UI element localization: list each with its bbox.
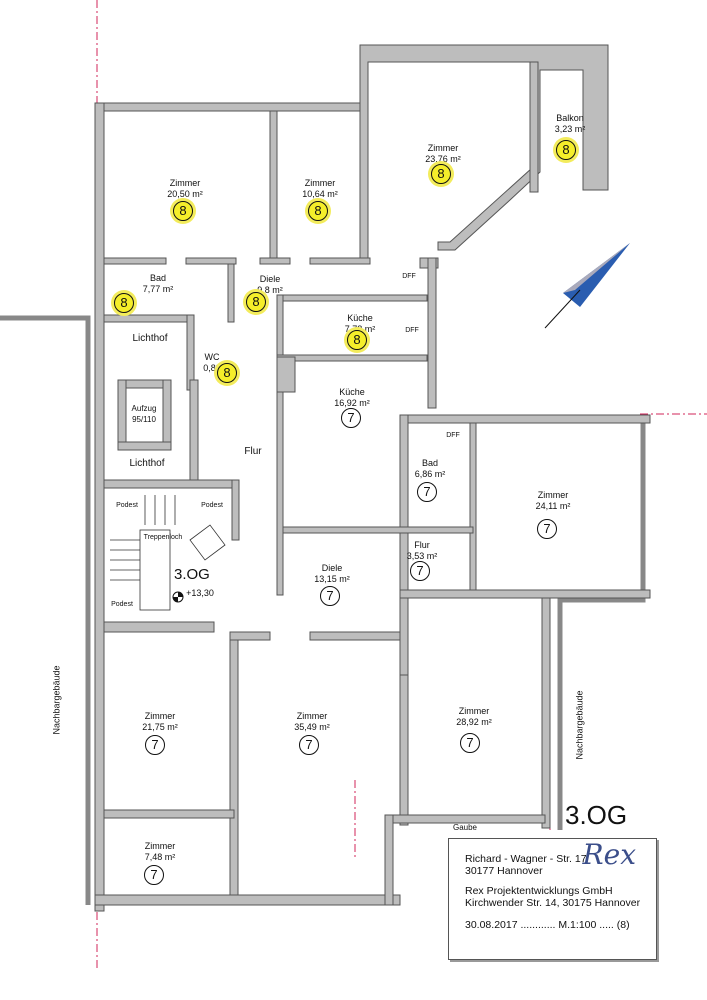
unit-badge: 7 [410,561,430,581]
unit-badge: 7 [145,735,165,755]
level-marker [172,591,184,603]
unit-badge: 7 [341,408,361,428]
date-scale: 30.08.2017 ............ M.1:100 ..... (8… [465,919,630,931]
level-label: +13,30 [186,588,214,598]
unit-badge: 7 [320,586,340,606]
lichthof-label: Lichthof [129,458,165,469]
unit-badge: 8 [308,201,328,221]
unit-badge: 8 [173,201,193,221]
lichthof-label: Lichthof [132,333,168,344]
unit-badge: 7 [144,865,164,885]
rex-logo: Rex [582,838,636,871]
floor-label-small: 3.OG [174,566,210,583]
address-city: 30177 Hannover [465,865,543,877]
title-block: Richard - Wagner - Str. 17 30177 Hannove… [448,838,657,960]
company-name: Rex Projektentwicklungs GmbH [465,885,613,897]
company-address: Kirchwender Str. 14, 30175 Hannover [465,897,641,909]
unit-badge: 8 [114,293,134,313]
landing-label: Podest [201,502,223,509]
unit-badge: 7 [299,735,319,755]
neighbour-building-label: Nachbargebäude [574,690,585,760]
unit-badge: 8 [431,164,451,184]
hallway-label: Flur [244,446,262,457]
dff-label: DFF [402,273,416,280]
unit-badge: 7 [460,733,480,753]
dormer-label: Gaube [452,823,478,832]
north-arrow-icon [544,243,630,329]
neighbour-building-label: Nachbargebäude [51,665,62,735]
dff-label: DFF [405,327,419,334]
landing-label: Podest [111,601,133,608]
walls [94,44,651,912]
stairs [110,495,226,611]
address-line: Richard - Wagner - Str. 17 [465,853,587,865]
floor-label: 3.OG [565,800,628,830]
unit-badge: 8 [246,292,266,312]
neighbour-walls [0,315,646,905]
unit-badge: 7 [537,519,557,539]
landing-label: Podest [116,502,138,509]
dff-label: DFF [446,432,460,439]
unit-badge: 8 [347,330,367,350]
unit-badge: 7 [417,482,437,502]
stairwell-label: Treppenloch [143,534,183,541]
unit-badge: 8 [556,140,576,160]
unit-badge: 8 [217,363,237,383]
